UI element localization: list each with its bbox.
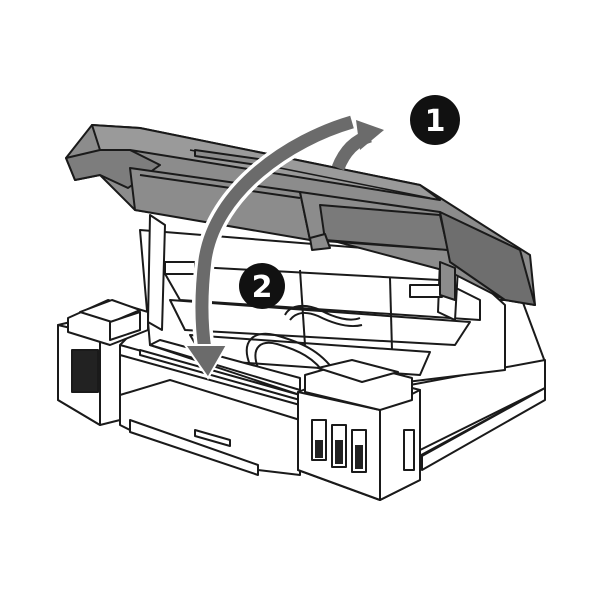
ink-window-black xyxy=(315,440,323,458)
ink-window-black xyxy=(71,349,99,393)
ink-window-cyan xyxy=(335,440,343,464)
ink-tank-left xyxy=(57,299,149,426)
ink-tube xyxy=(245,304,363,377)
ink-window-magenta xyxy=(355,445,363,469)
ink-tank-right xyxy=(297,359,421,501)
step-badge-1: 1 xyxy=(410,95,460,145)
svg-text:2: 2 xyxy=(252,270,273,305)
svg-text:1: 1 xyxy=(425,104,446,139)
step-badge-2: 2 xyxy=(239,263,285,309)
output-tray xyxy=(119,379,301,476)
curved-arrow-1 xyxy=(331,120,384,171)
curved-arrow-2 xyxy=(183,112,355,380)
ink-window-yellow xyxy=(403,429,415,471)
